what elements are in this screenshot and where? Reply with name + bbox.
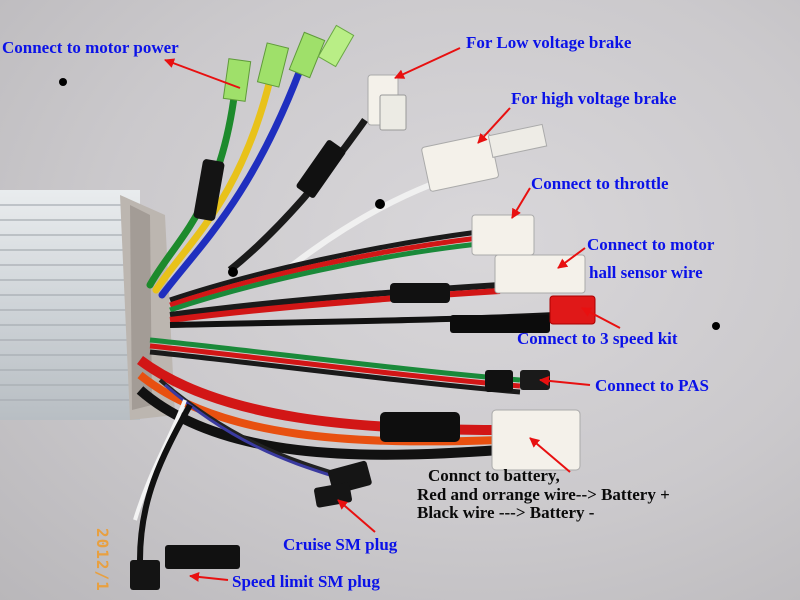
label-speed-limit-plug: Speed limit SM plug <box>232 572 380 591</box>
label-high-voltage-brake: For high voltage brake <box>511 89 677 108</box>
background-dots <box>59 78 720 330</box>
label-pas: Connect to PAS <box>595 376 709 395</box>
label-3-speed-kit: Connect to 3 speed kit <box>517 329 678 348</box>
label-hall-sensor-line1: Connect to motor <box>587 235 715 254</box>
annotation-arrows <box>164 47 621 582</box>
label-low-voltage-brake: For Low voltage brake <box>466 33 632 52</box>
label-cruise-plug: Cruise SM plug <box>283 535 398 554</box>
label-hall-sensor-line2: hall sensor wire <box>589 263 703 282</box>
motor-power-wires <box>146 24 355 299</box>
photo-date-stamp: 2012/1 <box>92 528 112 600</box>
power-wires <box>136 337 581 471</box>
brake-wires <box>227 74 548 278</box>
label-battery-line3: Black wire ---> Battery - <box>417 503 595 522</box>
sm-plug-wires <box>130 378 372 590</box>
label-throttle: Connect to throttle <box>531 174 669 193</box>
label-motor-power: Connect to motor power <box>2 38 179 57</box>
photo-date-stamp-text: 2012/1 <box>93 528 112 592</box>
label-battery-line1: Connct to battery, <box>428 466 560 485</box>
label-battery-line2: Red and orrange wire--> Battery + <box>417 485 670 504</box>
